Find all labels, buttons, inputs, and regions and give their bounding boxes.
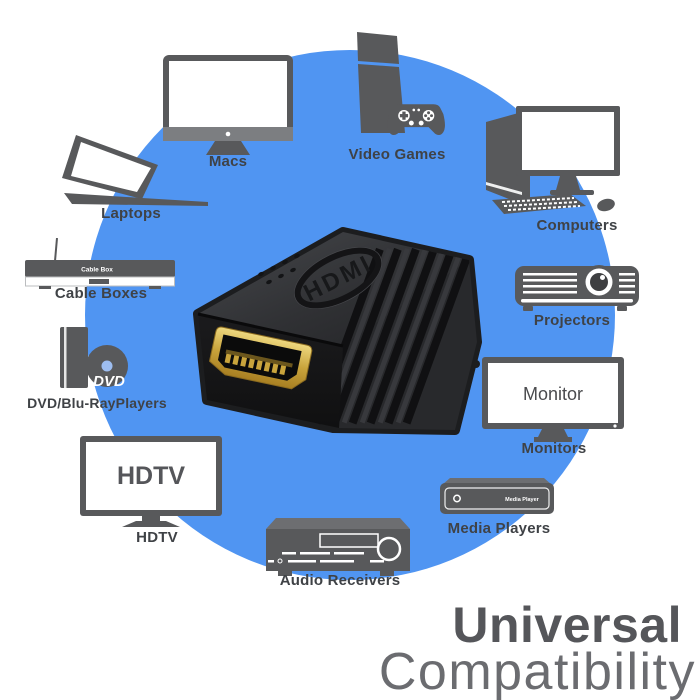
hdmi-coupler-adapter: HDMI	[193, 222, 493, 447]
dvd-players-label: DVD/Blu-RayPlayers	[27, 395, 167, 411]
dvd-logo-text: DVD	[93, 373, 125, 390]
macs-label: Macs	[208, 153, 248, 170]
projector-icon	[515, 260, 643, 314]
cable-box-icon: Cable Box	[25, 238, 175, 290]
monitors-label: Monitors	[521, 440, 587, 457]
adapter-vent-dots	[258, 253, 300, 285]
projectors-label: Projectors	[533, 312, 611, 329]
title-compatibility: Compatibility	[378, 643, 696, 700]
hdmi-port	[208, 326, 313, 390]
hdtv-screen-text: HDTV	[117, 462, 185, 490]
laptop-icon	[62, 135, 210, 209]
monitor-icon: Monitor	[482, 357, 624, 443]
laptops-label: Laptops	[101, 205, 161, 222]
cable-boxes-label: Cable Boxes	[54, 285, 148, 302]
hdtv-label: HDTV	[136, 529, 178, 546]
game-console-icon	[345, 30, 450, 144]
title-block: Universal Compatibility	[379, 600, 696, 698]
imac-icon	[163, 55, 293, 156]
gamepad-icon	[387, 104, 445, 136]
audio-receiver-icon	[262, 518, 414, 578]
monitor-screen-text: Monitor	[523, 384, 583, 404]
cable-box-panel-text: Cable Box	[81, 267, 113, 274]
hdtv-icon: HDTV	[80, 436, 222, 529]
desktop-computer-icon	[482, 106, 632, 216]
video-games-label: Video Games	[348, 146, 446, 163]
audio-receivers-label: Audio Receivers	[279, 572, 401, 589]
media-player-icon: Media Player	[440, 478, 555, 518]
dvd-player-icon: DVD	[50, 320, 145, 394]
media-player-panel-text: Media Player	[505, 497, 539, 503]
media-players-label: Media Players	[447, 520, 551, 537]
computers-label: Computers	[536, 217, 618, 234]
title-universal: Universal	[452, 597, 682, 653]
